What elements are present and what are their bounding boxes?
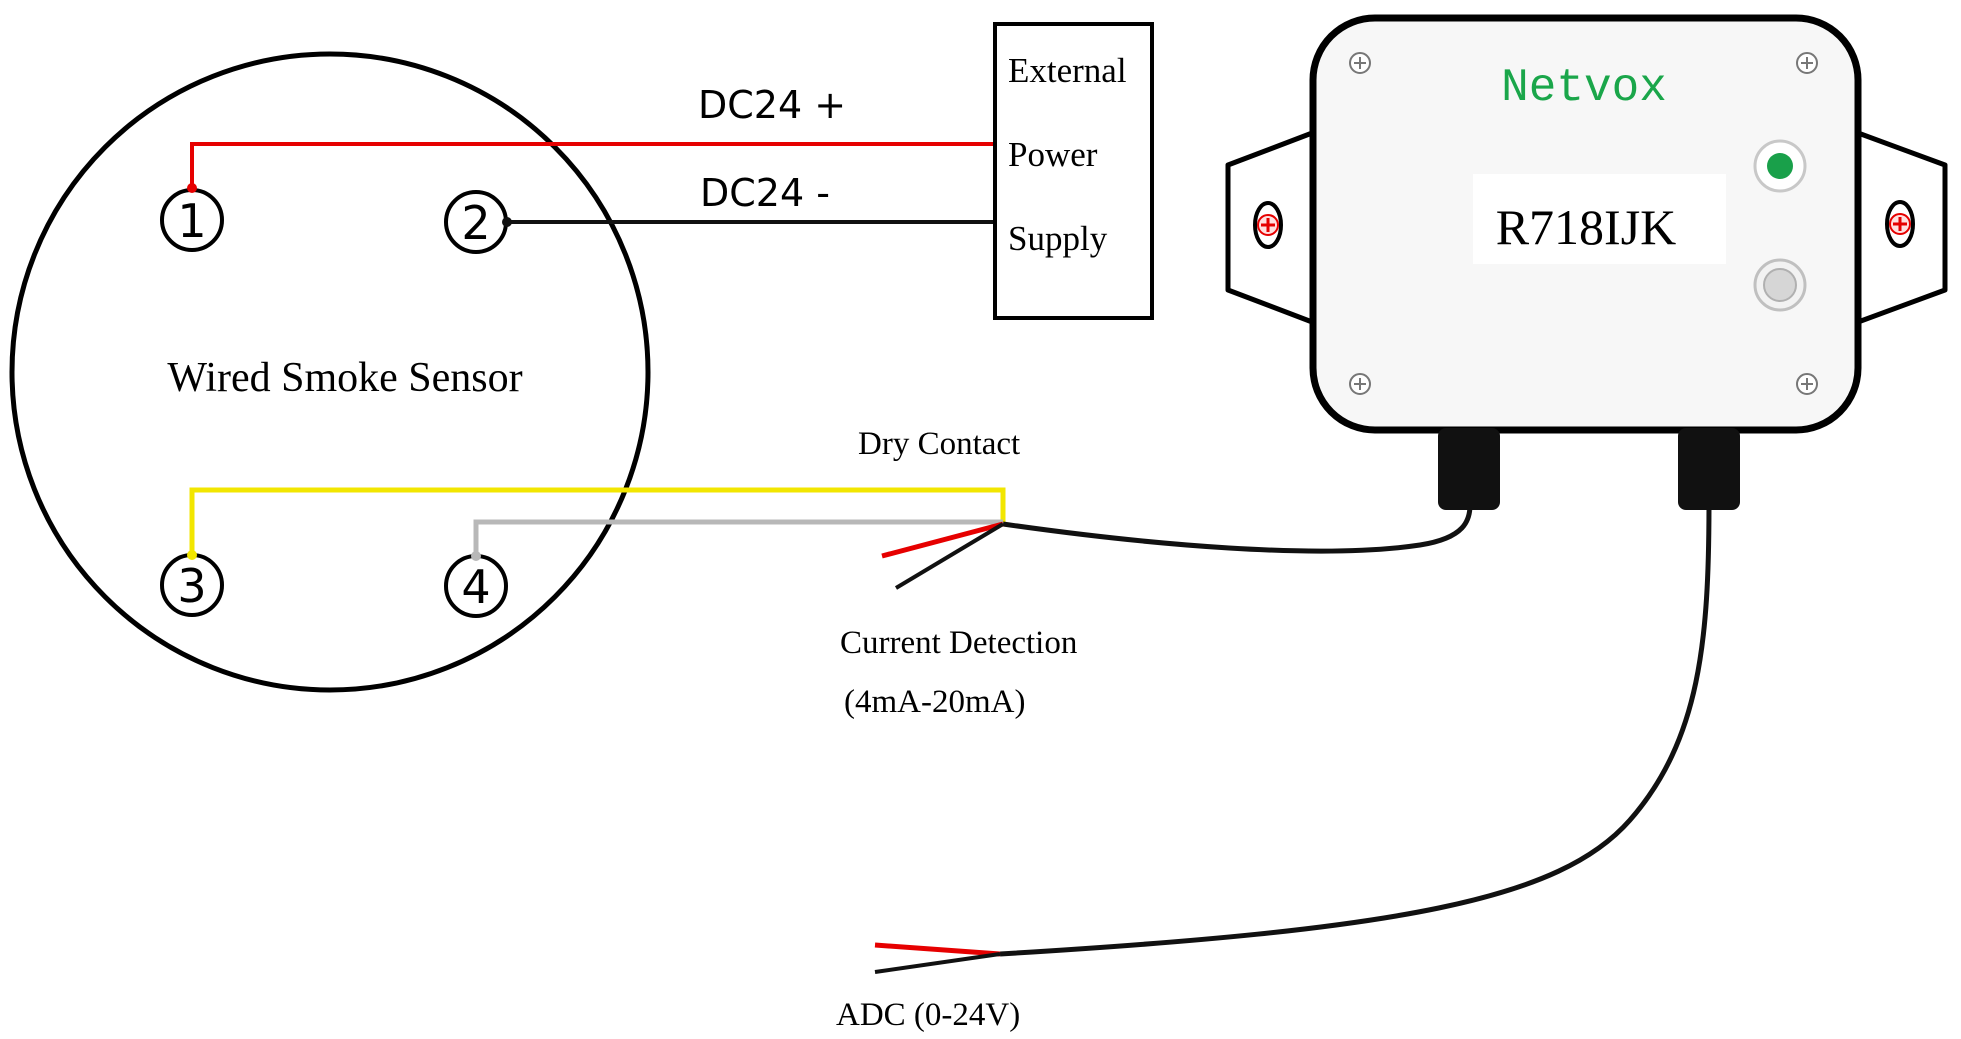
yellow-wire-dot [187, 550, 197, 560]
left-screw-icon [1253, 201, 1283, 249]
corner-screw-icon [1796, 52, 1818, 74]
dry-contact-cable [1002, 504, 1473, 554]
dc24-negative-label: DC24 - [700, 171, 830, 215]
dc24-negative-dot [502, 217, 512, 227]
right-cable-gland [1678, 428, 1740, 510]
model-label: R718IJK [1496, 199, 1677, 255]
terminal-2: 2 [444, 190, 508, 254]
green-led-icon [1753, 139, 1807, 193]
terminal-3: 3 [160, 553, 224, 617]
terminal-1-number: 1 [177, 194, 206, 248]
corner-screw-icon [1349, 52, 1371, 74]
yellow-wire [189, 487, 1006, 555]
terminal-2-number: 2 [461, 196, 490, 250]
dc24-positive-wire [190, 142, 995, 188]
adc-cable [999, 501, 1712, 957]
adc-black-lead [874, 952, 1001, 974]
left-cable-gland [1438, 428, 1500, 510]
adc-red-lead [874, 942, 1001, 957]
terminal-4: 4 [444, 554, 508, 618]
brand-logo: Netvox [1501, 62, 1667, 114]
dry-contact-label: Dry Contact [858, 426, 1020, 462]
model-label-plate [1473, 174, 1726, 264]
power-supply-line-1: External [1008, 51, 1127, 90]
current-detection-red-lead [881, 521, 1004, 559]
terminal-4-number: 4 [461, 560, 490, 614]
power-supply-line-3: Supply [1008, 219, 1108, 258]
function-key-icon [1753, 258, 1807, 312]
smoke-sensor-label: Wired Smoke Sensor [167, 355, 522, 401]
corner-screw-icon [1349, 373, 1371, 395]
grey-wire-dot [471, 551, 481, 561]
adc-label: ADC (0-24V) [836, 997, 1020, 1033]
power-supply-box [993, 22, 1154, 320]
current-detection-black-lead [894, 522, 1005, 590]
dc24-positive-dot [187, 183, 197, 193]
right-screw-icon [1885, 200, 1915, 248]
terminal-3-number: 3 [177, 559, 206, 613]
grey-wire [473, 519, 1003, 556]
corner-screw-icon [1796, 373, 1818, 395]
current-detection-range: (4mA-20mA) [844, 684, 1025, 720]
terminal-1: 1 [160, 188, 224, 252]
current-detection-label: Current Detection [840, 625, 1077, 661]
power-supply-line-2: Power [1008, 135, 1098, 174]
dc24-positive-label: DC24 + [698, 83, 846, 127]
